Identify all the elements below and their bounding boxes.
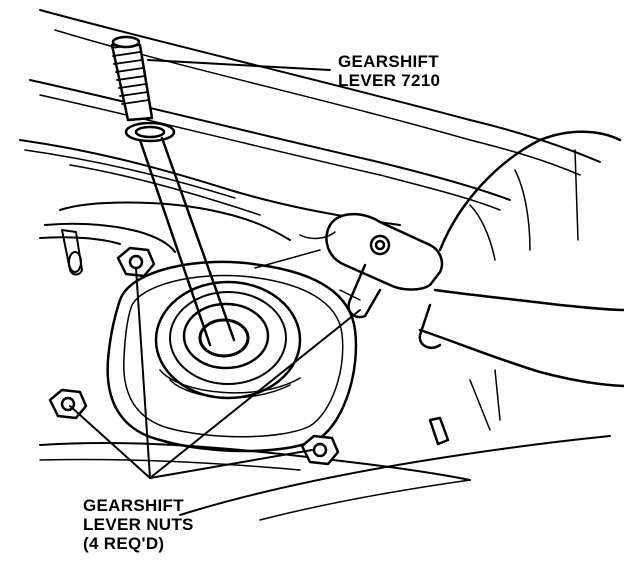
nut-bottom-left xyxy=(48,388,88,420)
gearshift-lever-callout-line2: LEVER 7210 xyxy=(338,71,441,90)
leader-nut-3 xyxy=(149,449,313,479)
leader-gearshift-lever xyxy=(147,59,331,71)
lever-nuts-callout-line3: (4 REQ'D) xyxy=(83,534,165,553)
lever-nuts-callout-line1: GEARSHIFT xyxy=(83,496,184,515)
lever-nuts xyxy=(48,246,450,466)
leader-nut-2 xyxy=(69,405,151,479)
tunnel-contour-lines xyxy=(19,9,601,226)
wrench-and-hand xyxy=(254,130,624,388)
gearshift-lever-callout-line1: GEARSHIFT xyxy=(338,52,439,71)
leader-nut-4 xyxy=(149,309,361,479)
left-bracket xyxy=(39,201,291,276)
nut-bottom-right xyxy=(300,434,340,466)
nut-right xyxy=(428,416,450,446)
lever-nuts-callout-line2: LEVER NUTS xyxy=(83,515,194,534)
gearshift-lever-callout: GEARSHIFT LEVER 7210 xyxy=(338,52,440,90)
leader-nut-1 xyxy=(135,267,151,479)
mounting-plate xyxy=(106,260,358,453)
lever-boot xyxy=(154,280,302,400)
leader-lines xyxy=(69,59,361,479)
gearshift-lever xyxy=(110,35,236,347)
lever-nuts-callout: GEARSHIFT LEVER NUTS (4 REQ'D) xyxy=(83,496,194,553)
